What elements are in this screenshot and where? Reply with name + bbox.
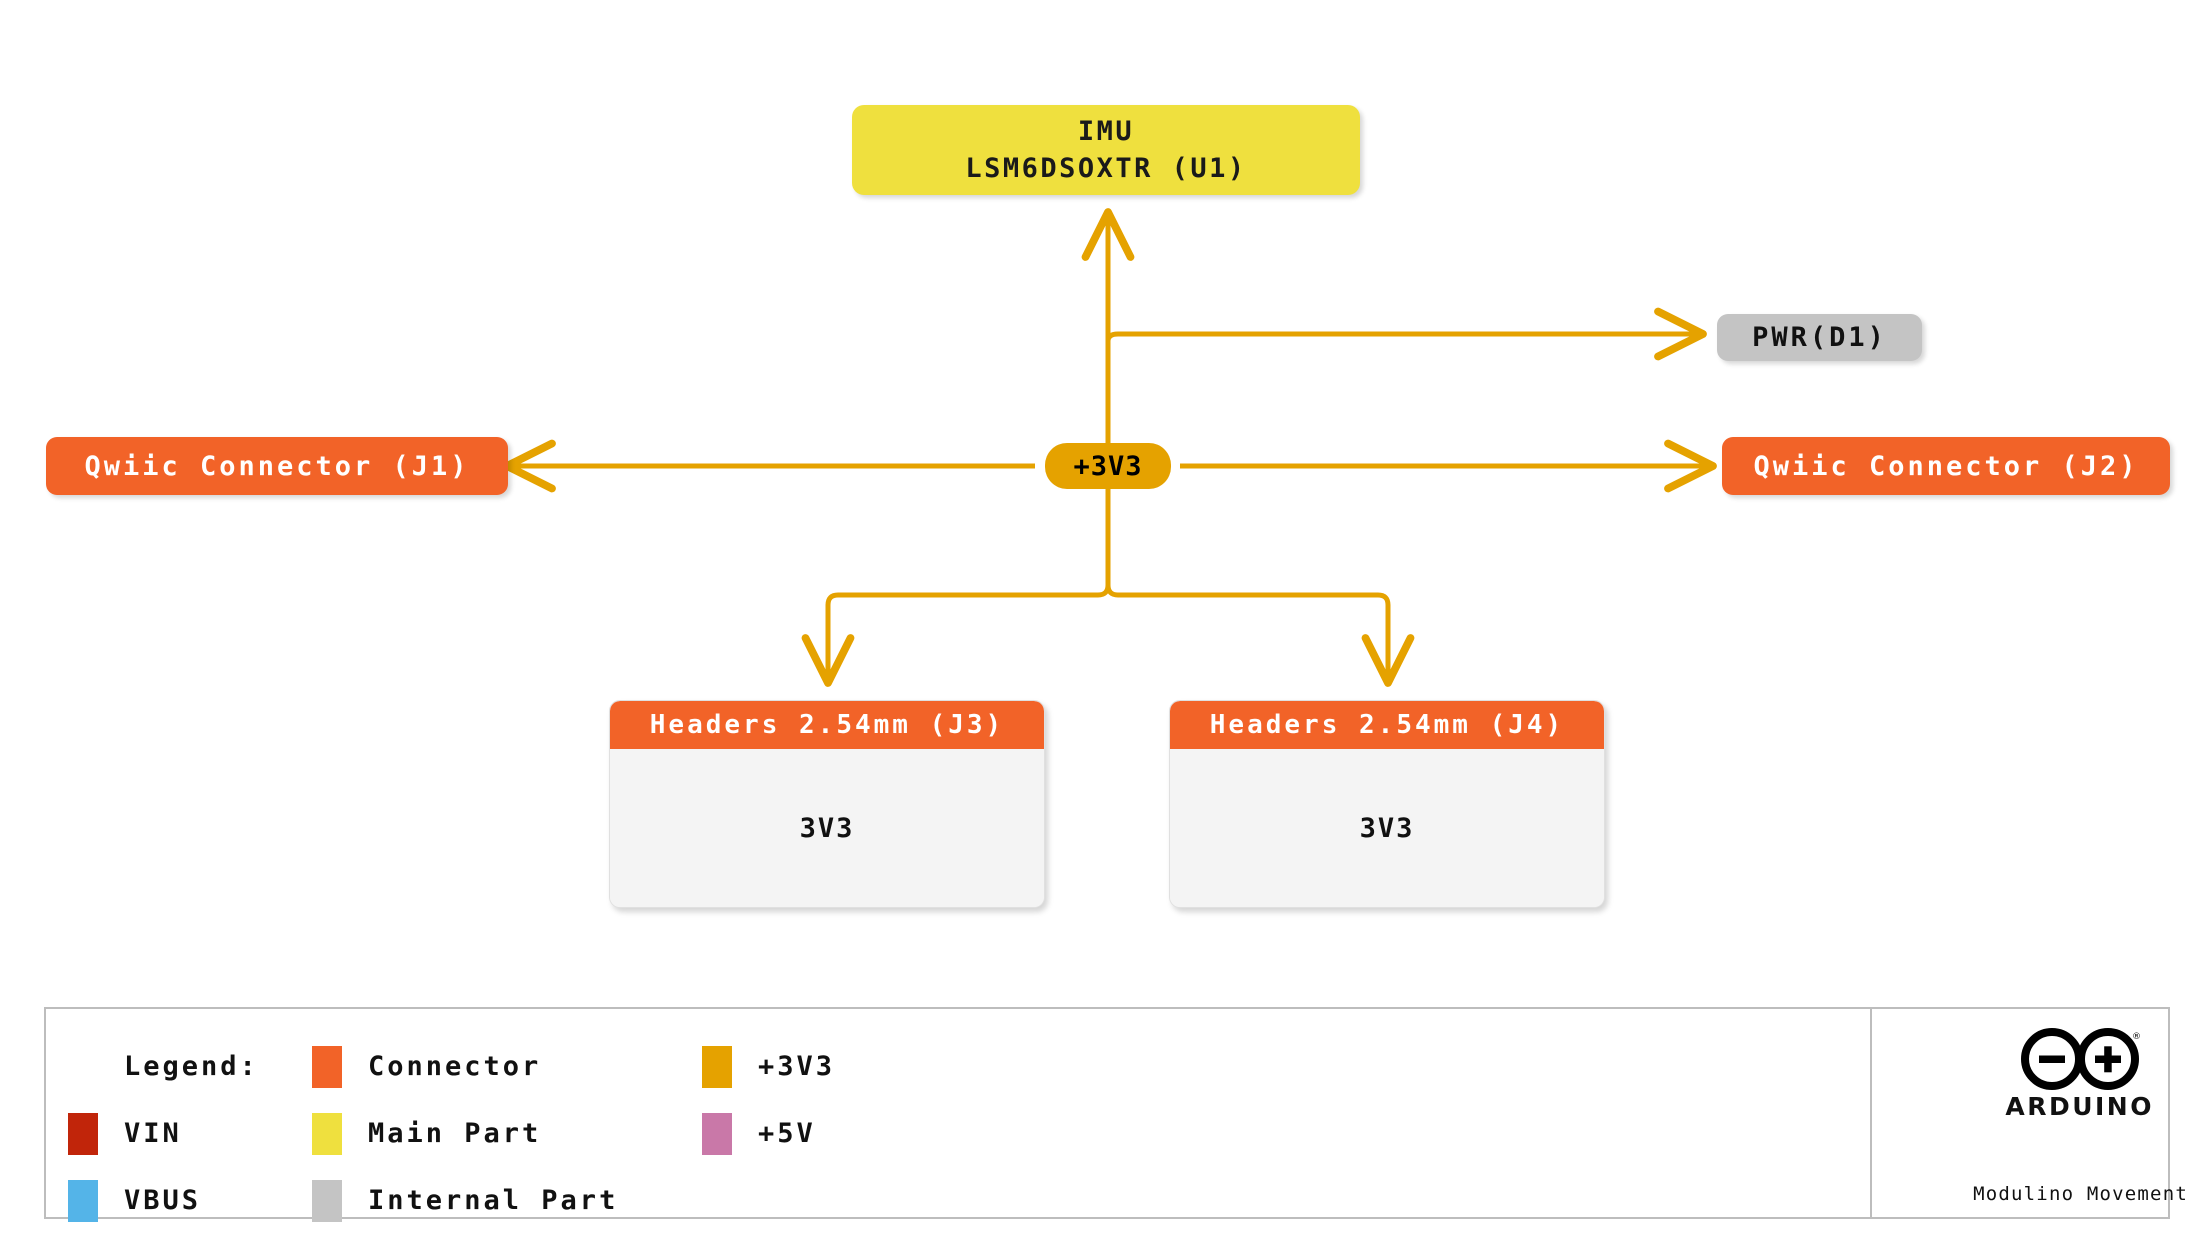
- legend-label-vin: VIN: [124, 1118, 182, 1149]
- legend-swatch-main-part: [312, 1112, 342, 1155]
- arduino-infinity-icon: ®: [2020, 1028, 2140, 1090]
- legend-swatch-vbus: [68, 1179, 98, 1222]
- node-qwiic-connector-j1[interactable]: Qwiic Connector (J1): [46, 437, 508, 495]
- legend-title: Legend:: [124, 1051, 259, 1082]
- node-rail-3v3[interactable]: +3V3: [1045, 443, 1171, 489]
- legend-item: [702, 1180, 1002, 1222]
- legend-item: Legend:: [68, 1046, 312, 1088]
- legend-swatch-5v: [702, 1112, 732, 1155]
- legend-label-5v: +5V: [758, 1118, 816, 1149]
- legend-swatch-3v3: [702, 1045, 732, 1088]
- node-imu[interactable]: IMU LSM6DSOXTR (U1): [852, 105, 1360, 195]
- legend-item: VIN: [68, 1112, 312, 1155]
- wire-rail-to-pwr: [1105, 307, 1707, 361]
- imu-line1: IMU: [1077, 115, 1135, 147]
- wire-fork-to-j4: [1105, 584, 1415, 687]
- legend-label-connector: Connector: [368, 1051, 542, 1082]
- headers-j4-title: Headers 2.54mm (J4): [1170, 701, 1604, 749]
- node-pwr-d1[interactable]: PWR(D1): [1717, 314, 1922, 361]
- document-meta: Modulino Movement SKU code: ABX00101 Pow…: [1872, 1131, 2188, 1258]
- headers-j3-title: Headers 2.54mm (J3): [610, 701, 1044, 749]
- wire-fork-to-j3: [801, 584, 1111, 687]
- brand-block: ® ARDUINO Modulino Movement SKU code: AB…: [1870, 1009, 2210, 1217]
- node-headers-j4[interactable]: Headers 2.54mm (J4) 3V3: [1169, 700, 1605, 908]
- legend-item: Internal Part: [312, 1179, 702, 1222]
- meta-product: Modulino Movement: [1973, 1182, 2188, 1205]
- headers-j3-value: 3V3: [610, 749, 1044, 907]
- headers-j4-value: 3V3: [1170, 749, 1604, 907]
- legend-item: Connector: [312, 1045, 702, 1088]
- legend-swatch-internal-part: [312, 1179, 342, 1222]
- trademark-symbol: ®: [2132, 1032, 2140, 1042]
- legend-item: Main Part: [312, 1112, 702, 1155]
- legend-item: +3V3: [702, 1045, 1002, 1088]
- legend-swatch-vin: [68, 1112, 98, 1155]
- legend-entries: Legend: Connector +3V3 VIN Ma: [46, 1009, 1870, 1222]
- legend-swatch-connector: [312, 1045, 342, 1088]
- legend-row: VIN Main Part +5V: [68, 1100, 1870, 1167]
- node-headers-j3[interactable]: Headers 2.54mm (J3) 3V3: [609, 700, 1045, 908]
- legend-label-3v3: +3V3: [758, 1051, 836, 1082]
- legend-label-vbus: VBUS: [124, 1185, 202, 1216]
- legend-item: +5V: [702, 1112, 1002, 1155]
- node-qwiic-connector-j2[interactable]: Qwiic Connector (J2): [1722, 437, 2170, 495]
- arduino-logo: ® ARDUINO: [2005, 1027, 2154, 1121]
- brand-name: ARDUINO: [2005, 1092, 2154, 1121]
- legend-label-internal-part: Internal Part: [368, 1185, 619, 1216]
- legend-panel: Legend: Connector +3V3 VIN Ma: [44, 1007, 2187, 1222]
- legend-row: VBUS Internal Part: [68, 1167, 1870, 1234]
- legend-label-main-part: Main Part: [368, 1118, 542, 1149]
- legend-row: Legend: Connector +3V3: [68, 1033, 1870, 1100]
- imu-line2: LSM6DSOXTR (U1): [965, 153, 1247, 184]
- legend-item: VBUS: [68, 1179, 312, 1222]
